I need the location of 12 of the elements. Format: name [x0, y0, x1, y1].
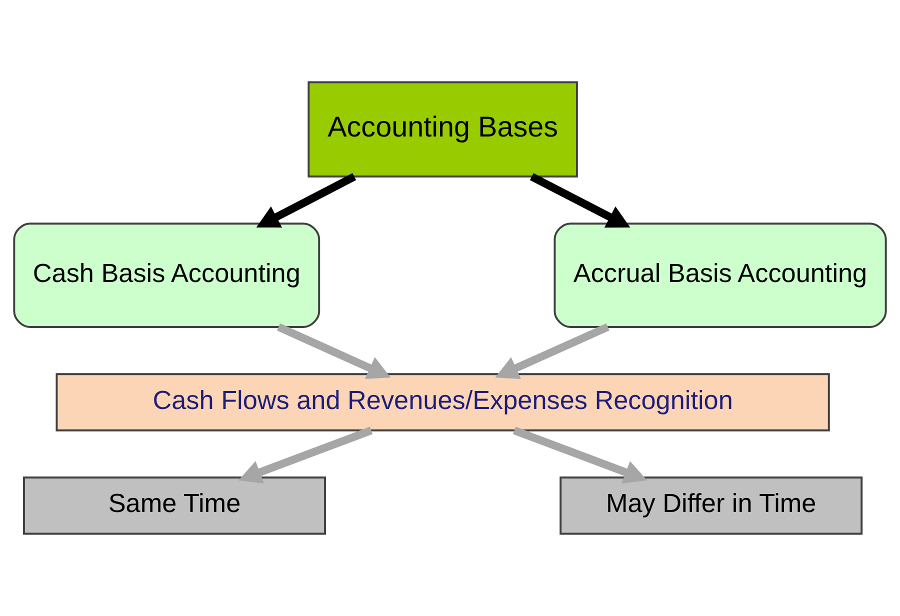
arrow — [512, 426, 648, 484]
node-box: Cash Flows and Revenues/Expenses Recognition — [56, 373, 830, 432]
node-box: Same Time — [23, 476, 326, 535]
arrow — [238, 426, 373, 484]
node-box: Cash Basis Accounting — [13, 222, 320, 328]
arrow — [495, 323, 610, 380]
node-box: Accrual Basis Accounting — [554, 222, 887, 328]
arrow — [530, 173, 630, 228]
node-box: May Differ in Time — [560, 476, 863, 535]
arrow — [256, 173, 356, 228]
arrow — [276, 323, 391, 380]
node-box: Accounting Bases — [308, 81, 578, 178]
